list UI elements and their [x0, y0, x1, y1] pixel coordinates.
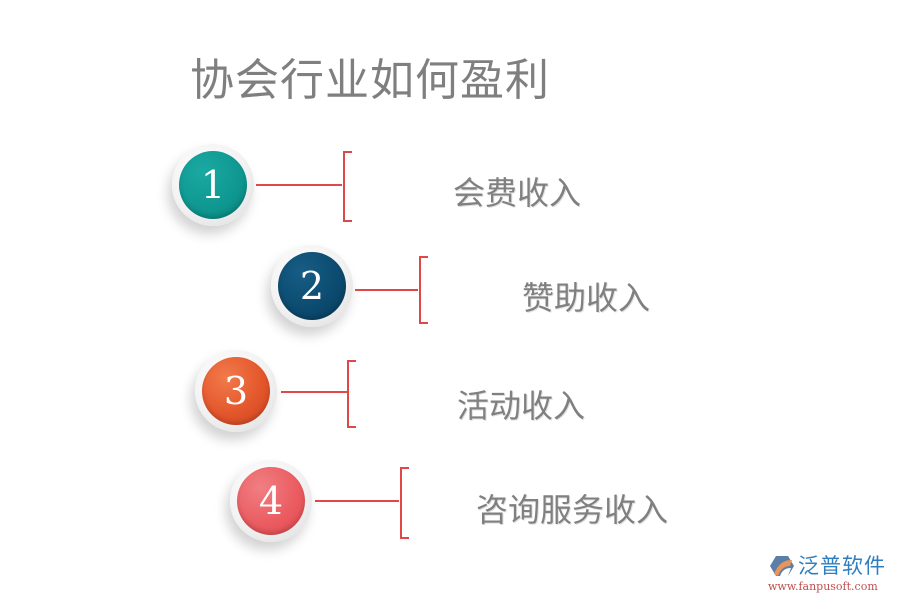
number-badge: 1 — [172, 144, 254, 226]
brand-logo: 泛普软件 www.fanpusoft.com — [768, 552, 898, 597]
diagram-title: 协会行业如何盈利 — [190, 55, 550, 106]
logo-name: 泛普软件 — [798, 554, 886, 578]
number-badge: 3 — [195, 350, 277, 432]
number-disc: 4 — [237, 467, 305, 535]
number-disc: 2 — [278, 252, 346, 320]
connector-line — [355, 289, 418, 291]
item-label: 咨询服务收入 — [476, 491, 669, 529]
item-label: 活动收入 — [457, 387, 586, 425]
connector-line — [281, 391, 347, 393]
number-badge: 4 — [230, 460, 312, 542]
logo-url: www.fanpusoft.com — [768, 580, 878, 593]
connector-line — [256, 184, 342, 186]
bracket — [343, 151, 352, 222]
item-label: 会费收入 — [453, 174, 582, 212]
fanpu-logo-icon — [770, 556, 794, 576]
bracket — [347, 360, 356, 428]
bracket — [419, 256, 428, 324]
bracket — [400, 467, 409, 539]
item-label: 赞助收入 — [522, 279, 651, 317]
number-disc: 3 — [202, 357, 270, 425]
number-disc: 1 — [179, 151, 247, 219]
number-badge: 2 — [271, 245, 353, 327]
connector-line — [315, 500, 399, 502]
